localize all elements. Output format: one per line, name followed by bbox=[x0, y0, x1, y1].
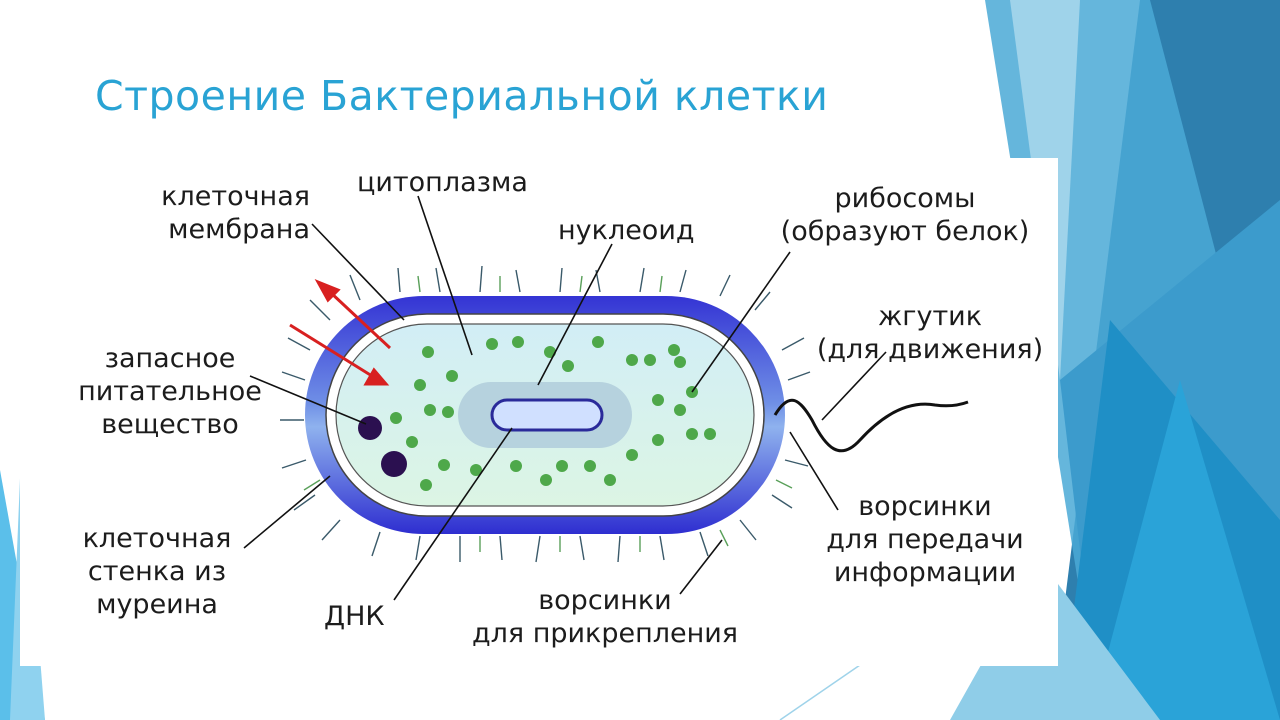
label-cell-membrane: клеточная мембрана bbox=[161, 181, 310, 245]
label-flagellum: жгутик (для движения) bbox=[816, 301, 1044, 365]
pili-green bbox=[303, 275, 793, 552]
dna bbox=[490, 398, 604, 432]
label-pili-information: ворсинки для передачи информации bbox=[826, 491, 1024, 588]
transport-arrows bbox=[289, 279, 392, 386]
label-storage-nutrient: запасное питательное вещество bbox=[78, 343, 262, 440]
label-cell-wall: клеточная стенка из муреина bbox=[82, 523, 232, 620]
label-nucleoid: нуклеоид bbox=[558, 215, 695, 246]
label-cytoplasm: цитоплазма bbox=[357, 167, 528, 198]
flagellum bbox=[773, 398, 969, 453]
storage-granule bbox=[381, 451, 407, 477]
leader-lines bbox=[243, 195, 887, 601]
ribosomes bbox=[390, 336, 716, 491]
pili bbox=[280, 265, 811, 563]
storage-granule bbox=[358, 416, 382, 440]
label-ribosomes: рибосомы (образуют белок) bbox=[780, 183, 1030, 247]
slide-title: Строение Бактериальной клетки bbox=[95, 72, 829, 120]
label-pili-attachment: ворсинки для прикрепления bbox=[471, 585, 739, 649]
label-dna: ДНК bbox=[324, 601, 385, 632]
